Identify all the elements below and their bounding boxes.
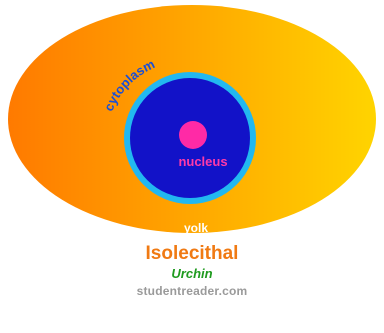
nucleolus (179, 121, 207, 149)
egg-illustration: cytoplasm nucleus yolk (0, 0, 384, 240)
source-credit: studentreader.com (0, 284, 384, 298)
diagram-title: Isolecithal (0, 243, 384, 265)
nucleus-label: nucleus (178, 154, 227, 169)
yolk-label: yolk (184, 221, 208, 235)
organism-label: Urchin (0, 266, 384, 281)
